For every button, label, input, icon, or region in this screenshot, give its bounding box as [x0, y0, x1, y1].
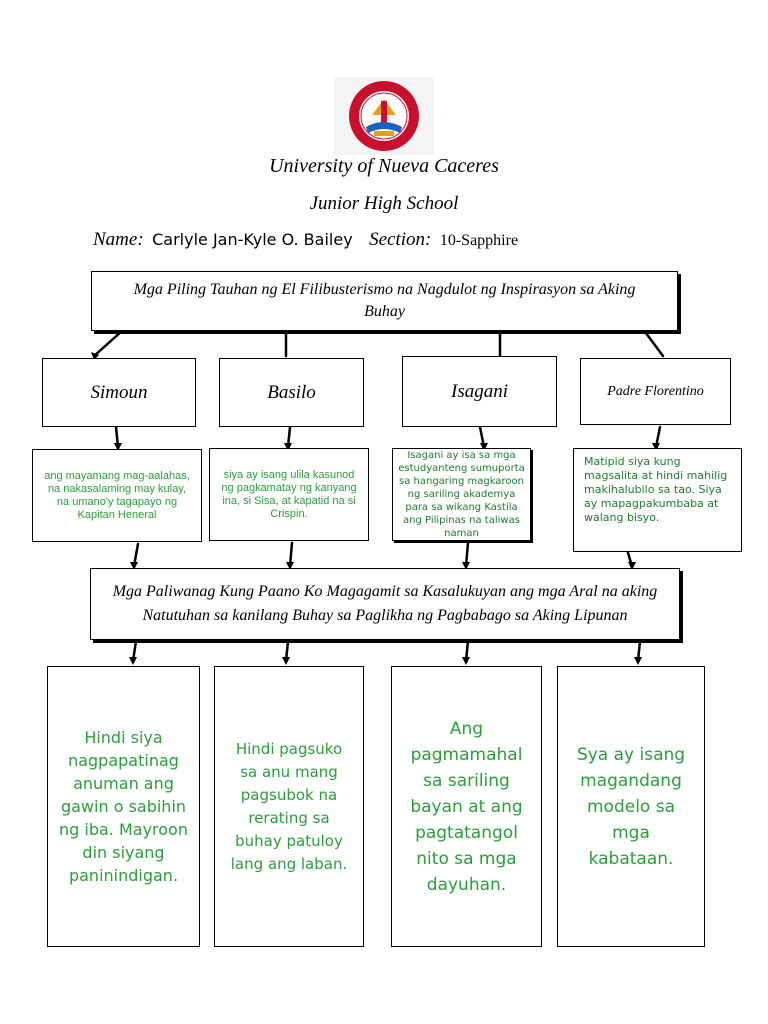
character-name: Basilo — [267, 381, 316, 403]
character-box-basilo: Basilo — [219, 358, 364, 427]
name-row: Name: Carlyle Jan-Kyle O. Bailey Section… — [93, 229, 693, 255]
title-text: Mga Piling Tauhan ng El Filibusterismo n… — [133, 281, 636, 320]
lesson-text: Sya ay isang magandang modelo sa mga kab… — [576, 744, 686, 869]
lesson-box-padre-florentino: Sya ay isang magandang modelo sa mga kab… — [557, 666, 705, 947]
description-box-isagani: Isagani ay isa sa mga estudyanteng sumup… — [392, 448, 531, 541]
lesson-text: Ang pagmamahal sa sariling bayan at ang … — [410, 718, 523, 895]
lesson-box-basilo: Hindi pagsuko sa anu mang pagsubok na re… — [214, 666, 364, 947]
explanation-box: Mga Paliwanag Kung Paano Ko Magagamit sa… — [90, 568, 680, 640]
title-box: Mga Piling Tauhan ng El Filibusterismo n… — [91, 271, 678, 331]
section-value: 10-Sapphire — [439, 232, 519, 249]
department-name: Junior High School — [309, 193, 459, 214]
description-text: Matipid siya kung magsalita at hindi mah… — [584, 455, 728, 524]
lesson-text: Hindi pagsuko sa anu mang pagsubok na re… — [230, 739, 348, 873]
section-label: Section: — [369, 229, 432, 250]
character-box-padre-florentino: Padre Florentino — [580, 358, 731, 425]
character-name: Padre Florentino — [607, 383, 704, 399]
character-box-simoun: Simoun — [42, 358, 196, 427]
university-logo — [334, 77, 434, 155]
name-label: Name: — [93, 229, 144, 250]
description-text: ang mayamang mag-aalahas, na nakasalamin… — [44, 469, 190, 521]
description-text: Isagani ay isa sa mga estudyanteng sumup… — [398, 450, 525, 539]
character-box-isagani: Isagani — [402, 356, 557, 427]
description-box-basilo: siya ay isang ulila kasunod ng pagkamata… — [209, 448, 369, 541]
lesson-box-isagani: Ang pagmamahal sa sariling bayan at ang … — [391, 666, 542, 947]
description-text: siya ay isang ulila kasunod ng pagkamata… — [221, 468, 357, 520]
description-box-padre-florentino: Matipid siya kung magsalita at hindi mah… — [573, 448, 742, 552]
character-name: Isagani — [451, 380, 508, 402]
description-box-simoun: ang mayamang mag-aalahas, na nakasalamin… — [32, 449, 202, 542]
school-name: University of Nueva Caceres — [269, 155, 499, 177]
seal-icon — [349, 81, 419, 151]
lesson-text: Hindi siya nagpapatinag anuman ang gawin… — [59, 728, 188, 885]
character-name: Simoun — [90, 381, 148, 403]
explanation-text: Mga Paliwanag Kung Paano Ko Magagamit sa… — [112, 583, 658, 624]
student-name: Carlyle Jan-Kyle O. Bailey — [152, 230, 353, 249]
lesson-box-simoun: Hindi siya nagpapatinag anuman ang gawin… — [47, 666, 200, 947]
